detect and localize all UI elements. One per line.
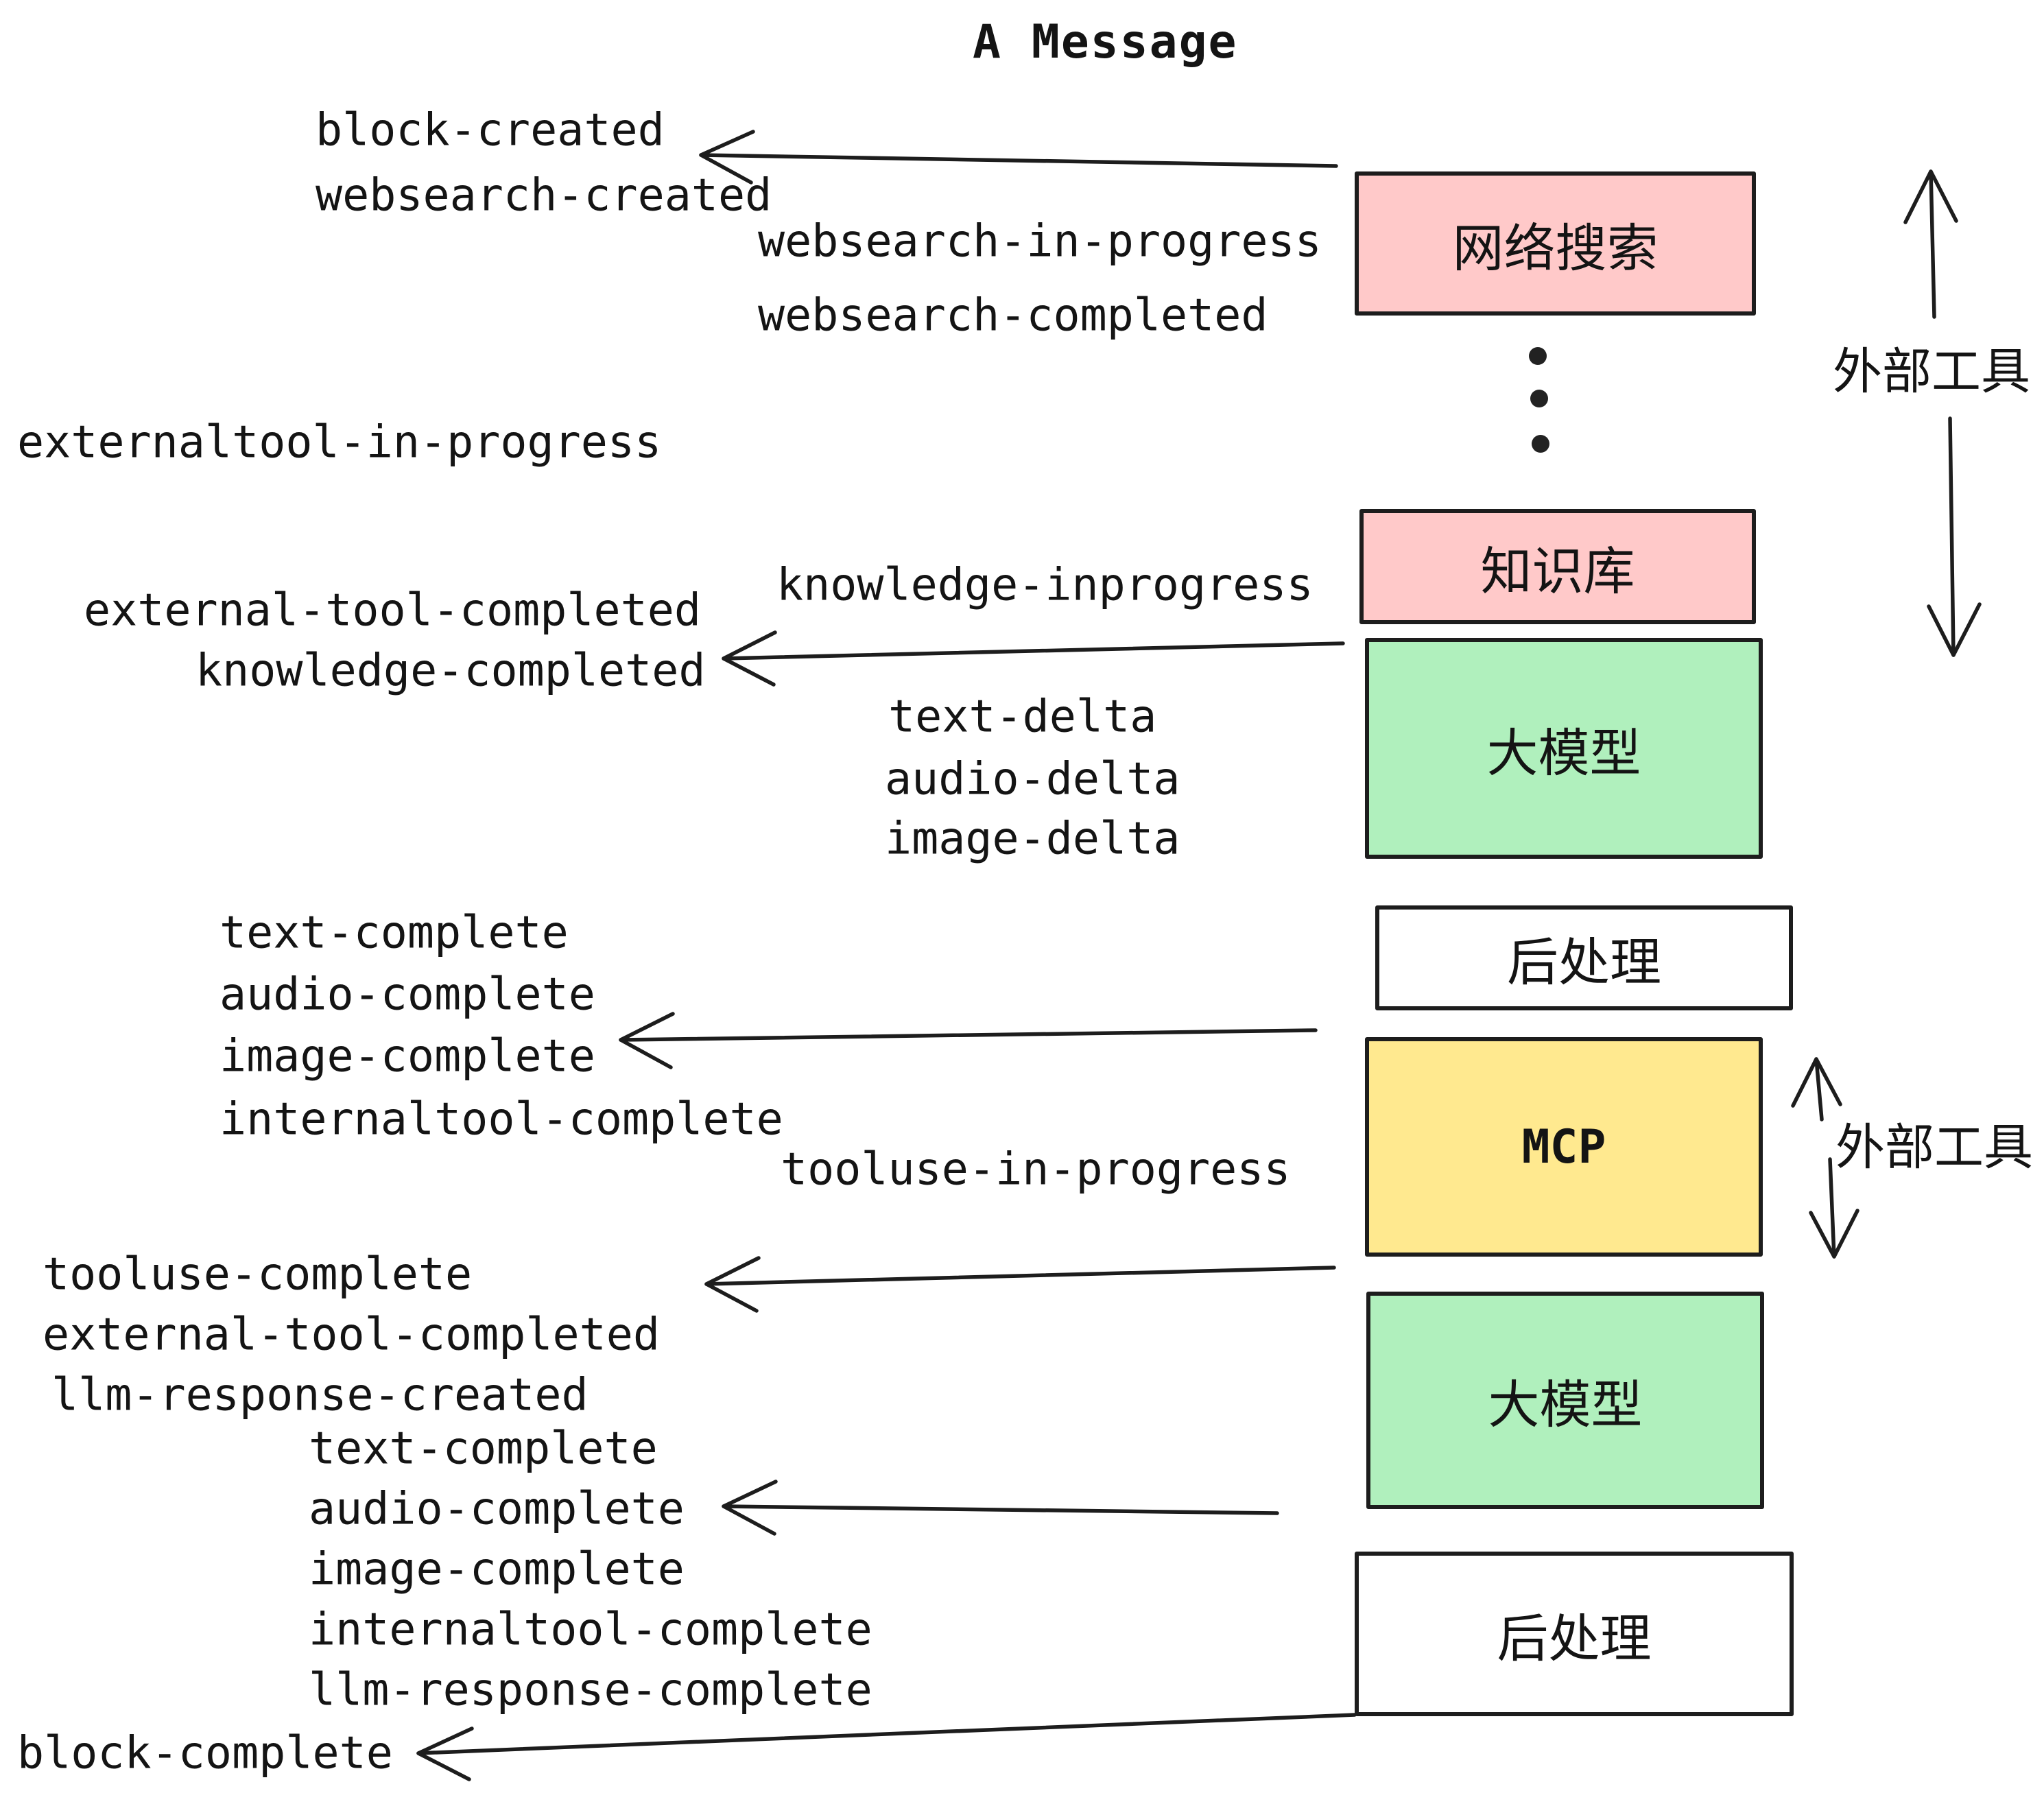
event-audio-delta: audio-delta [885, 753, 1180, 805]
node-mcp: MCP [1365, 1037, 1763, 1257]
node-llm-2-label: 大模型 [1488, 1376, 1643, 1434]
event-knowledge-completed: knowledge-completed [195, 645, 706, 697]
arrow-tooluse-complete [704, 1256, 1336, 1313]
event-tooluse-in-progress: tooluse-in-progress [781, 1143, 1291, 1196]
event-knowledge-inprogress: knowledge-inprogress [776, 559, 1314, 611]
node-knowledge-base-label: 知识库 [1480, 542, 1635, 600]
node-llm-1: 大模型 [1365, 638, 1763, 859]
node-websearch-label: 网络搜索 [1452, 219, 1659, 277]
event-block-created: block-created [316, 104, 665, 156]
node-postprocess-1-label: 后处理 [1506, 934, 1661, 991]
event-image-complete-2: image-complete [309, 1543, 685, 1595]
arrow-mcp-down [1809, 1157, 1859, 1259]
event-block-complete: block-complete [17, 1727, 393, 1779]
arrow-block-created [699, 130, 1338, 185]
arrow-audio-complete [722, 1480, 1279, 1536]
arrow-external-tools-down [1927, 416, 1982, 657]
event-internaltool-complete-2: internaltool-complete [309, 1604, 872, 1656]
label-external-tools-top: 外部工具 [1833, 344, 2031, 400]
node-postprocess-2-label: 后处理 [1497, 1609, 1652, 1667]
event-image-delta: image-delta [885, 813, 1180, 865]
event-external-tool-completed: external-tool-completed [84, 584, 702, 637]
node-knowledge-base: 知识库 [1359, 509, 1756, 624]
node-mcp-label: MCP [1521, 1119, 1606, 1174]
node-llm-2: 大模型 [1366, 1292, 1764, 1509]
event-audio-complete-2: audio-complete [309, 1483, 685, 1535]
event-internaltool-complete: internaltool-complete [219, 1093, 783, 1146]
ellipsis-dots [1529, 347, 1549, 453]
event-websearch-completed: websearch-completed [758, 289, 1268, 342]
event-externaltool-in-progress: externaltool-in-progress [17, 416, 662, 468]
arrow-external-tools-up [1903, 169, 1958, 319]
event-text-complete: text-complete [219, 907, 569, 959]
event-text-delta: text-delta [888, 691, 1157, 743]
event-llm-response-created: llm-response-created [51, 1369, 589, 1421]
event-external-tool-completed-2: external-tool-completed [43, 1309, 661, 1361]
event-llm-response-complete: llm-response-complete [309, 1664, 872, 1716]
node-postprocess-1: 后处理 [1375, 905, 1793, 1010]
node-llm-1-label: 大模型 [1486, 724, 1641, 782]
event-image-complete: image-complete [219, 1030, 595, 1082]
arrow-knowledge-completed [722, 630, 1345, 687]
event-websearch-created: websearch-created [316, 169, 772, 222]
node-websearch: 网络搜索 [1355, 171, 1756, 316]
event-tooluse-complete: tooluse-complete [43, 1248, 473, 1301]
event-text-complete-2: text-complete [309, 1423, 658, 1475]
diagram-title: A Message [973, 15, 1238, 69]
arrow-mcp-up [1791, 1057, 1842, 1121]
arrow-image-complete [619, 1012, 1318, 1069]
arrow-block-complete [416, 1713, 1357, 1781]
node-postprocess-2: 后处理 [1355, 1552, 1794, 1716]
label-external-tools-mcp: 外部工具 [1835, 1120, 2034, 1176]
event-audio-complete: audio-complete [219, 969, 595, 1021]
event-websearch-in-progress: websearch-in-progress [758, 215, 1322, 268]
